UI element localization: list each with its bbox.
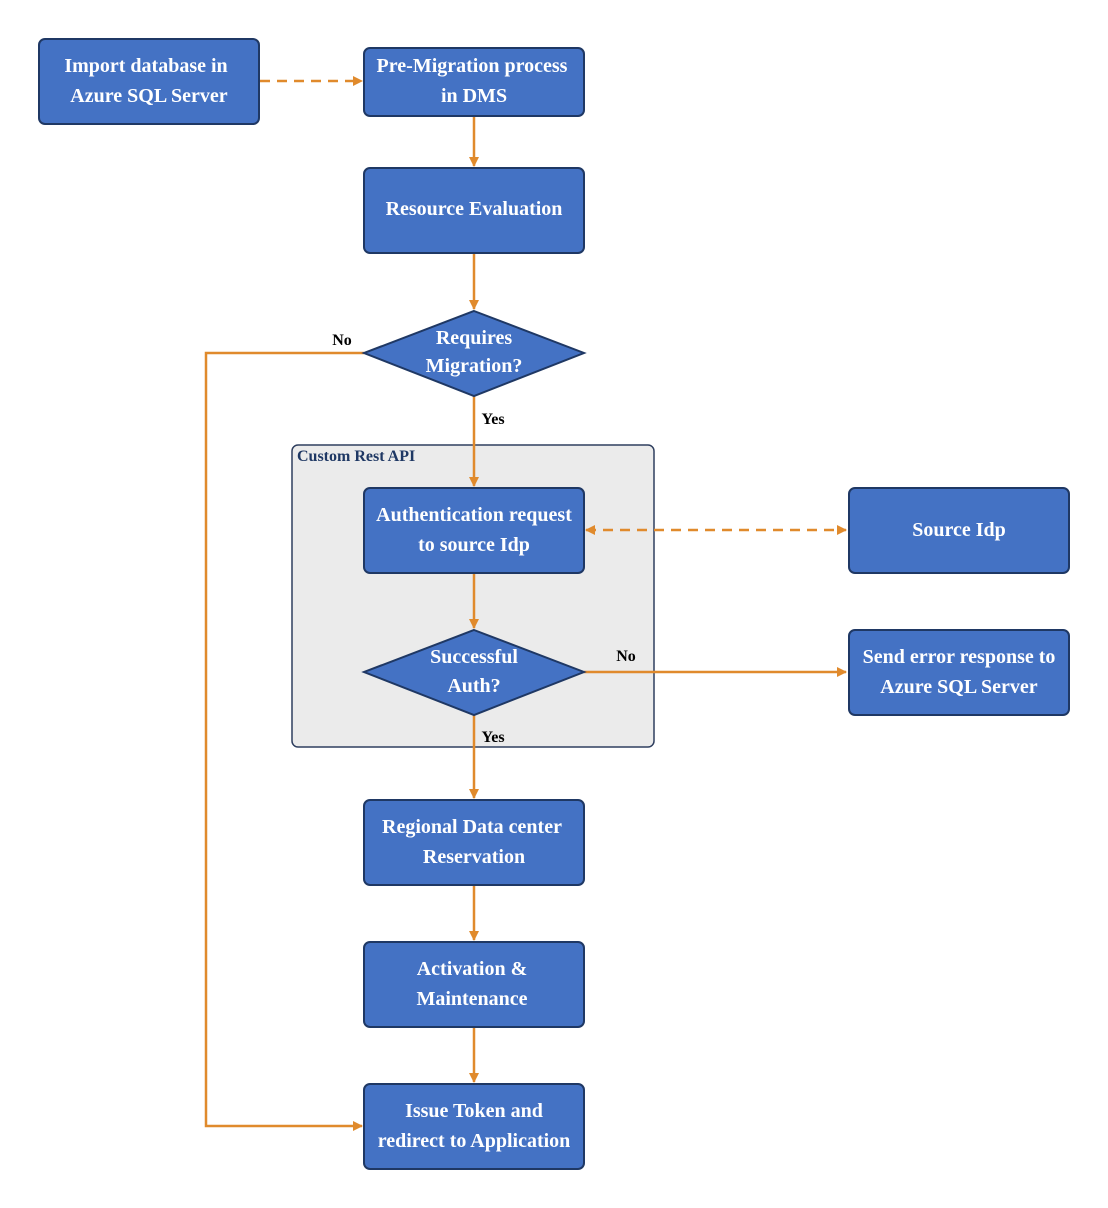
node-import-database: Import database in Azure SQL Server [38, 38, 260, 125]
node-send-error-response-line2: Azure SQL Server [880, 676, 1038, 698]
node-import-database-line2: Azure SQL Server [70, 85, 228, 107]
group-label: Custom Rest API [297, 448, 415, 465]
node-source-idp-line1: Source Idp [912, 519, 1006, 541]
node-authentication-request-line2: to source Idp [418, 534, 530, 556]
node-pre-migration-line2: in DMS [441, 85, 507, 107]
node-authentication-request-line1: Authentication request [376, 504, 572, 526]
decision-successful-auth-line2: Auth? [447, 675, 500, 697]
node-resource-evaluation: Resource Evaluation [363, 167, 585, 254]
node-activation-maintenance-line1: Activation & [417, 958, 528, 980]
node-pre-migration: Pre-Migration process in DMS [363, 47, 585, 117]
edges [204, 76, 847, 1131]
decision-successful-auth-line1: Successful [430, 646, 518, 668]
node-activation-maintenance: Activation & Maintenance [363, 941, 585, 1028]
decision-requires-migration: Requires Migration? [361, 309, 587, 398]
edge-decision-no-to-issue-token [204, 351, 364, 1131]
node-resource-evaluation-line1: Resource Evaluation [386, 198, 563, 220]
node-send-error-response-line1: Send error response to [863, 646, 1056, 668]
decision-requires-migration-line1: Requires [436, 327, 513, 349]
edge-label-auth-yes: Yes [481, 729, 504, 746]
node-source-idp: Source Idp [848, 487, 1070, 574]
decision-successful-auth: Successful Auth? [361, 628, 587, 717]
edge-label-migration-yes: Yes [481, 411, 504, 428]
edge-label-auth-no: No [616, 648, 636, 665]
decision-requires-migration-line2: Migration? [426, 355, 523, 377]
node-activation-maintenance-line2: Maintenance [416, 988, 527, 1010]
node-authentication-request: Authentication request to source Idp [363, 487, 585, 574]
node-send-error-response: Send error response to Azure SQL Server [848, 629, 1070, 716]
node-regional-data-center-line2: Reservation [423, 846, 525, 868]
node-import-database-line1: Import database in [64, 55, 227, 77]
node-issue-token-line2: redirect to Application [378, 1130, 571, 1152]
node-regional-data-center-line1: Regional Data center [382, 816, 562, 838]
node-pre-migration-line1: Pre-Migration process [377, 55, 568, 77]
node-issue-token-line1: Issue Token and [405, 1100, 543, 1122]
node-issue-token: Issue Token and redirect to Application [363, 1083, 585, 1170]
edge-label-migration-no: No [332, 332, 352, 349]
node-regional-data-center: Regional Data center Reservation [363, 799, 585, 886]
